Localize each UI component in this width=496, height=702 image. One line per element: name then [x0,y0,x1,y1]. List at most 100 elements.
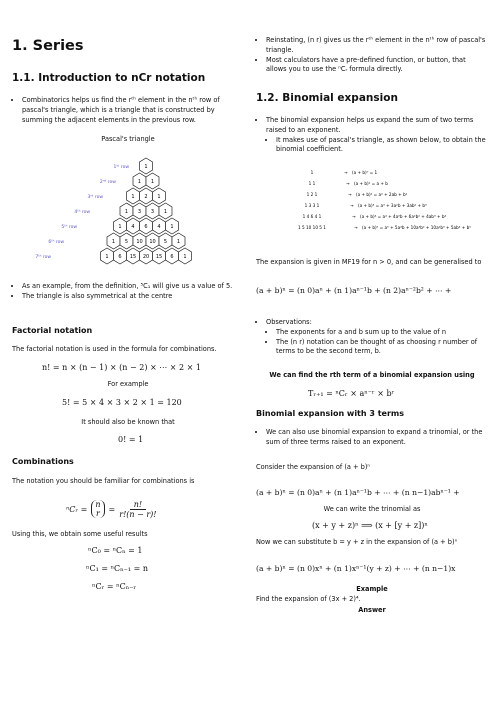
triangle-cell-value: 4 [131,224,134,230]
ncr-numerator: n! [129,500,147,510]
triangle-cell-value: 5 [164,239,167,245]
rth-term-heading: We can find the rth term of a binomial e… [269,371,475,379]
triangle-cell-value: 15 [130,254,136,260]
figure-coefficients: 1 3 3 1 [305,203,320,208]
triangle-row-label: 2ⁿᵈ row [100,179,116,185]
ncr-binomial-r: r [96,509,100,518]
figure-arrow: → [352,214,356,219]
intro-list-right: Reinstating, (n r) gives us the rᵗʰ elem… [256,36,488,75]
results-text: Using this, we obtain some useful result… [12,530,148,538]
symmetric-bullet: The triangle is also symmetrical at the … [22,292,244,302]
section-heading-binomial: 1.2. Binomial expansion [256,92,398,104]
example-label: Example [356,585,388,593]
triangle-cell-value: 20 [143,254,149,260]
triangle-cell-value: 1 [138,179,141,185]
triangle-cell-value: 1 [125,209,128,215]
intro-paragraph: Combinatorics helps us find the rᵗʰ elem… [12,96,244,125]
example-list: As an example, from the definition, ⁵C₁ … [12,282,244,302]
binomial-intro-list: The binomial expansion helps us expand t… [256,116,488,155]
triangle-cell-value: 6 [170,254,173,260]
figure-coefficients: 1 1 [309,181,316,186]
observation-exponents: The exponents for a and b sum up to the … [276,328,488,338]
result-1: ⁿC₀ = ⁿCₙ = 1 [88,546,143,555]
triangle-cell-value: 10 [149,239,155,245]
figure-expansion: (a + b)¹ = a + b [354,181,388,186]
figure-expansion: (a + b)⁴ = a⁴ + 4a³b + 6a²b² + 4ab³ + b⁴ [360,214,446,219]
triangle-row-label: 5ᵗʰ row [61,224,77,230]
triangle-cell-value: 6 [144,224,147,230]
triangle-cell-value: 15 [156,254,162,260]
trinomial-list: We can also use binomial expansion to ex… [256,428,488,448]
figure-expansion: (a + b)² = a² + 2ab + b² [356,192,408,197]
trinomial-bullet: We can also use binomial expansion to ex… [266,428,488,448]
triangle-cell-value: 1 [131,194,134,200]
figure-coefficients: 1 2 1 [307,192,318,197]
triangle-row-label: 6ᵗʰ row [48,239,64,245]
ncr-fraction: n! r!(n − r)! [119,500,156,519]
trinomial-formula: (x + y + z)ⁿ ⟹ (x + [y + z])ⁿ [312,521,428,530]
calculator-bullet: Most calculators have a pre-defined func… [266,56,488,76]
triangle-cell [158,202,173,220]
binomial-bullet: The binomial expansion helps us expand t… [266,116,488,136]
result-3: ⁿCᵣ = ⁿCₙ₋ᵣ [92,582,137,591]
expansion-text: The expansion is given in MF19 for n > 0… [256,258,482,266]
figure-coefficients: 1 4 6 4 1 [303,214,322,219]
triangle-cell-value: 3 [151,209,154,215]
triangle-row-label: 1ˢᵗ row [114,164,130,170]
example-bullet: As an example, from the definition, ⁵C₁ … [22,282,244,292]
figure-arrow: → [346,181,350,186]
triangle-cell-value: 5 [125,239,128,245]
triangle-row-label: 7ᵗʰ row [35,254,51,260]
three-terms-heading: Binomial expansion with 3 terms [256,409,405,418]
expansion-formula: (a + b)ⁿ = (n 0)aⁿ + (n 1)aⁿ⁻¹b + (n 2)a… [256,286,452,295]
triangle-cell-value: 1 [157,194,160,200]
triangle-title: Pascal's triangle [101,135,155,143]
observation-choosing: The (n r) notation can be thought of as … [276,338,488,358]
triangle-cell [178,247,192,265]
triangle-cell-value: 4 [157,224,160,230]
pascal-sub-bullet: It makes use of pascal's triangle, as sh… [276,136,488,156]
figure-arrow: → [354,225,358,230]
example-formula: 5! = 5 × 4 × 3 × 2 × 1 = 120 [62,398,182,407]
figure-expansion: (a + b)⁵ = a⁵ + 5a⁴b + 10a³b² + 10a²b³ +… [362,225,471,230]
observations-label: Observations: [266,318,488,328]
observations-list: Observations: The exponents for a and b … [256,318,488,357]
triangle-cell-value: 1 [177,239,180,245]
triangle-cell [145,172,160,190]
example-question: Find the expansion of (3x + 2)⁴. [256,595,361,603]
triangle-row-label: 4ᵗʰ row [74,209,90,215]
factorial-formula: n! = n × (n − 1) × (n − 2) × ⋯ × 2 × 1 [42,363,201,372]
figure-arrow: → [348,192,352,197]
intro-bullet: Combinatorics helps us find the rᵗʰ elem… [22,96,244,125]
triangle-cell [152,187,166,205]
triangle-cell-value: 1 [170,224,173,230]
triangle-cell-value: 1 [112,239,115,245]
reinstating-bullet: Reinstating, (n r) gives us the rᵗʰ elem… [266,36,488,56]
triangle-cell [171,232,186,250]
triangle-cell-value: 1 [105,254,108,260]
triangle-cell-value: 2 [144,194,147,200]
triangle-cell-value: 6 [118,254,121,260]
factorial-heading: Factorial notation [12,326,93,335]
result-2: ⁿC₁ = ⁿCₙ₋₁ = n [86,564,148,573]
section-heading-ncr: 1.1. Introduction to nCr notation [12,72,206,84]
ncr-denominator: r!(n − r)! [119,509,157,519]
triangle-row-label: 3ʳᵈ row [88,194,104,200]
page-title: 1. Series [12,38,84,54]
known-text: It should also be known that [81,418,175,426]
combinations-text: The notation you should be familiar for … [12,477,195,485]
figure-arrow: → [344,170,348,175]
triangle-cell-value: 1 [164,209,167,215]
triangle-cell-value: 1 [183,254,186,260]
combinations-heading: Combinations [12,457,74,466]
figure-arrow: → [350,203,354,208]
substitute-text: Now we can substitute b = y + z in the e… [256,538,458,546]
triangle-cell-value: 1 [118,224,121,230]
binomial-triangle-figure: 1→(a + b)⁰ = 11 1→(a + b)¹ = a + b1 2 1→… [298,170,471,230]
rth-term-formula: Tᵣ₊₁ = ⁿCᵣ × aⁿ⁻ʳ × bʳ [308,389,395,398]
triangle-cell [165,217,179,235]
figure-coefficients: 1 5 10 10 5 1 [298,225,326,230]
